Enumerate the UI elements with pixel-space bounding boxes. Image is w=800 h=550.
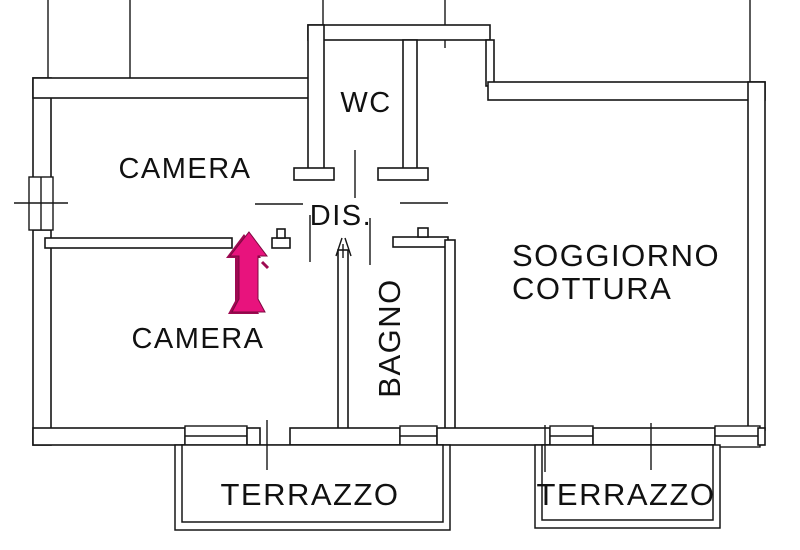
neighbour-wall-lines	[47, 0, 751, 84]
entrance-arrow	[226, 231, 270, 314]
label-bagno: BAGNO	[372, 278, 407, 397]
terrace-left-inner	[181, 444, 444, 523]
wall-top	[32, 77, 323, 99]
label-dis: DIS.	[310, 200, 372, 232]
label-soggiorno-line1: SOGGIORNO	[512, 238, 720, 273]
wall-left-lower	[32, 229, 52, 446]
door-lines	[255, 150, 652, 472]
interior-walls	[44, 227, 456, 433]
entrance-arrow-face	[228, 231, 268, 313]
wall-bagno-right	[444, 239, 456, 433]
wall-step	[485, 39, 495, 87]
wall-bagno-left	[337, 249, 349, 433]
wall-top-wc-bump	[307, 24, 491, 41]
terraces	[174, 444, 721, 531]
wall-bottom-seg	[592, 427, 716, 446]
wall-bottom-seg	[246, 427, 261, 446]
wall-between-cameras	[44, 237, 233, 249]
left-window	[14, 176, 68, 231]
wall-dis-soggiorno	[392, 236, 449, 248]
wall-stub-bump	[276, 228, 286, 239]
wall-wc-foot-right	[377, 167, 429, 181]
wall-top-soggiorno	[487, 81, 766, 101]
wall-dis-bump	[417, 227, 429, 238]
wall-wc-left	[307, 24, 325, 171]
bagno-door-mark	[335, 237, 343, 257]
label-terrazzo-right: TERRAZZO	[536, 477, 715, 512]
wall-bottom-seg	[32, 427, 186, 446]
entrance-arrow-detail	[260, 260, 270, 270]
label-soggiorno-line2: COTTURA	[512, 271, 672, 306]
wall-bottom-seg	[757, 427, 766, 446]
bagno-door-mark	[344, 237, 352, 257]
wc-walls	[293, 24, 429, 181]
terrace-right-inner	[541, 444, 714, 521]
wall-bottom-seg	[289, 427, 401, 446]
label-camera-top: CAMERA	[118, 153, 251, 185]
wall-stub	[271, 237, 291, 249]
wall-wc-right	[402, 39, 418, 171]
label-terrazzo-left: TERRAZZO	[220, 477, 399, 512]
room-labels: CAMERA WC DIS. SOGGIORNO COTTURA CAMERA …	[118, 87, 720, 512]
wall-wc-foot-left	[293, 167, 335, 181]
label-wc: WC	[340, 87, 391, 119]
wall-bottom-seg	[436, 427, 551, 446]
label-camera-bottom: CAMERA	[131, 323, 264, 355]
wall-right	[747, 81, 766, 431]
